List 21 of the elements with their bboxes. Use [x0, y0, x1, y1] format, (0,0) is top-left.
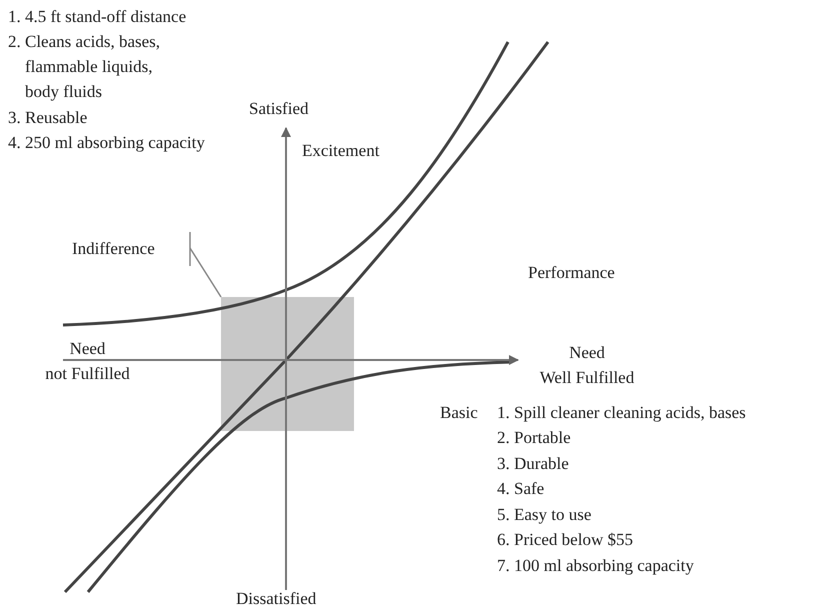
list-item: 5. Easy to use [497, 504, 592, 526]
list-item: 3. Reusable [8, 107, 88, 129]
leader-line [189, 248, 222, 298]
axis-label: Satisfied [249, 98, 308, 120]
axis-label: Need Well Fulfilled [538, 342, 636, 389]
list-item: 1. Spill cleaner cleaning acids, bases [497, 402, 746, 424]
list-item: 3. Durable [497, 453, 569, 475]
curve-label: Basic [440, 402, 478, 424]
indifference-zone [221, 297, 354, 431]
list-item: 6. Priced below $55 [497, 529, 633, 551]
axis-label: Need not Fulfilled [44, 338, 131, 385]
list-item: 4. Safe [497, 478, 544, 500]
list-item: 7. 100 ml absorbing capacity [497, 555, 694, 577]
curve-label: Excitement [302, 140, 380, 162]
list-item: 4. 250 ml absorbing capacity [8, 132, 205, 154]
list-item: 2. Cleans acids, bases, flammable liquids, body fluids [8, 31, 162, 103]
list-item: 1. 4.5 ft stand-off distance [8, 6, 186, 28]
region-label: Indifference [72, 238, 156, 260]
list-item: 2. Portable [497, 427, 571, 449]
axis-label: Dissatisfied [236, 588, 316, 610]
curve-label: Performance [528, 262, 615, 284]
